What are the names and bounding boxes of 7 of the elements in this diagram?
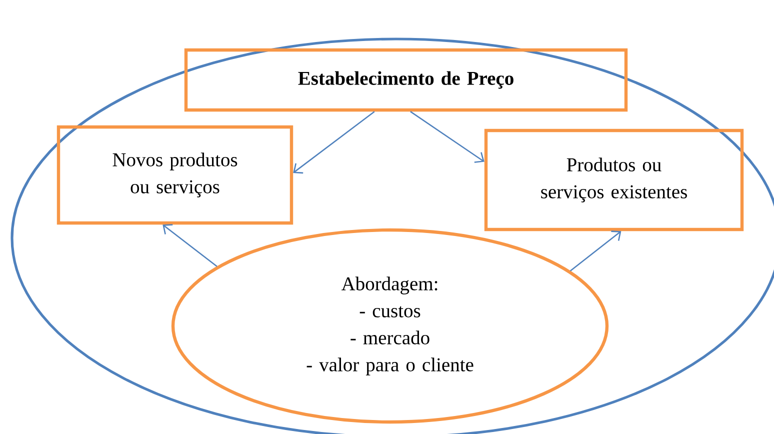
process-box: Produtos ou serviços existentes bbox=[484, 128, 744, 232]
process-box: Novos produtos ou serviços bbox=[56, 125, 294, 225]
arrow bbox=[293, 111, 375, 174]
arrow bbox=[570, 230, 622, 272]
arrow bbox=[162, 224, 218, 267]
arrow bbox=[410, 111, 484, 163]
process-box: Estabelecimento de Preço bbox=[184, 48, 628, 112]
